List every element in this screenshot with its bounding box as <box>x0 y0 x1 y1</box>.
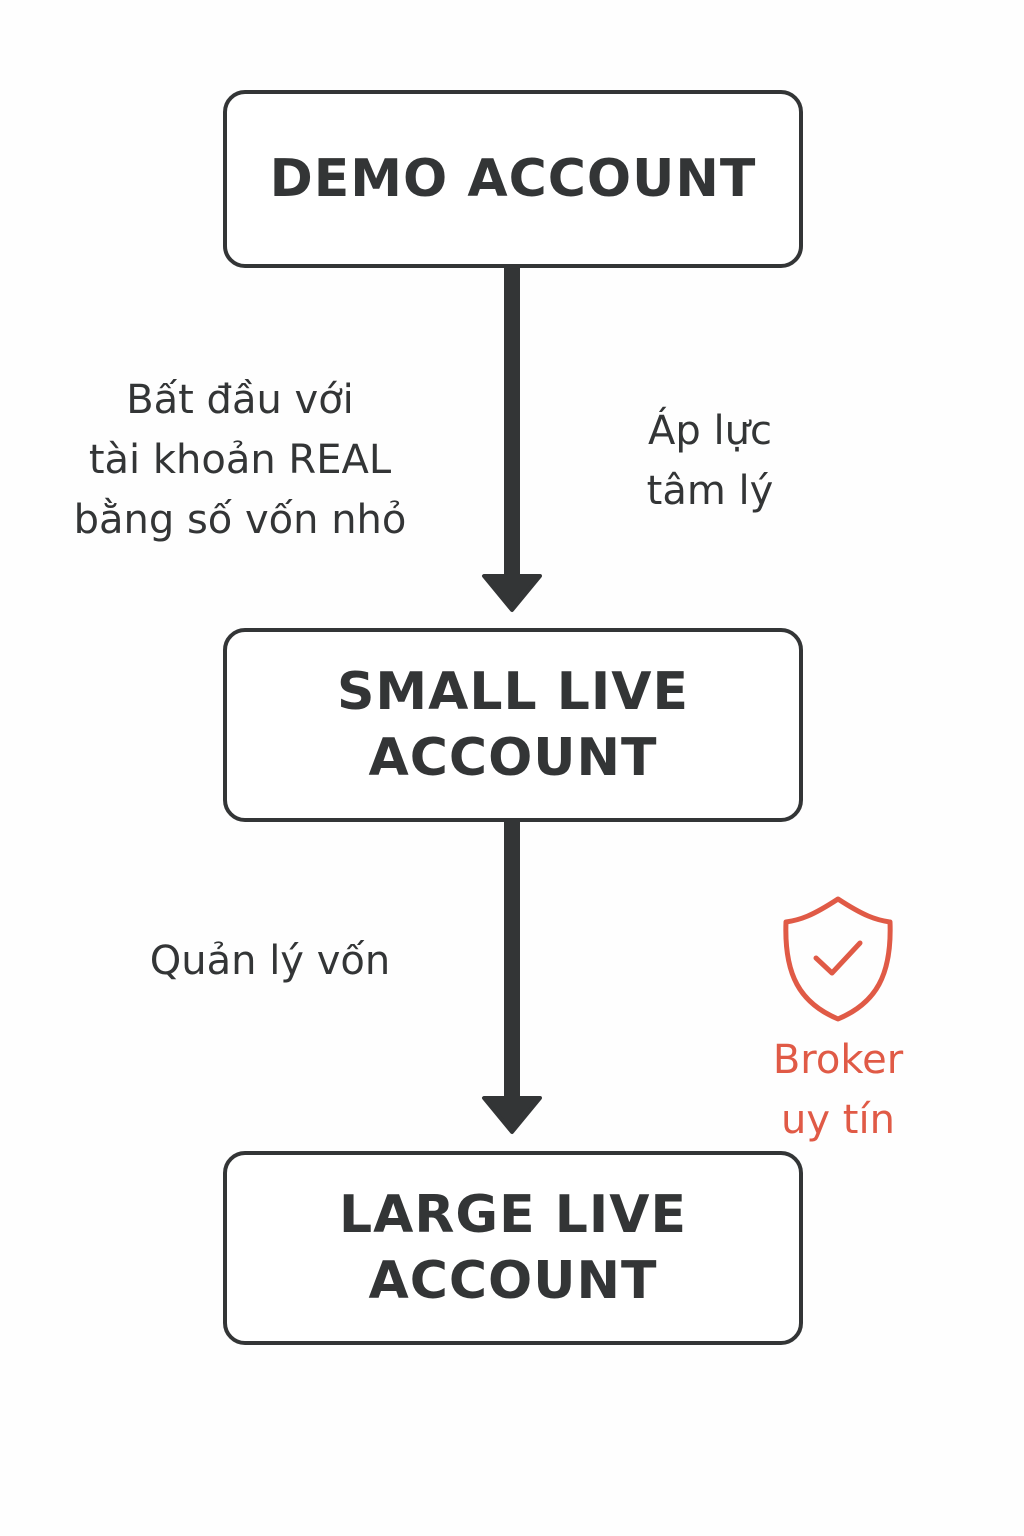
large-live-account-title: LARGE LIVE ACCOUNT <box>339 1185 687 1311</box>
arrow-small-to-large <box>482 822 542 1134</box>
large-live-account-box: LARGE LIVE ACCOUNT <box>223 1151 803 1345</box>
demo-account-title: DEMO ACCOUNT <box>269 149 757 209</box>
shield-check-icon <box>783 896 893 1022</box>
broker-label: Broker uy tín <box>772 1037 904 1143</box>
arrow-demo-to-small <box>482 268 542 612</box>
money-management-label: Quản lý vốn <box>149 938 391 984</box>
start-real-label: Bất đầu với tài khoản REAL bằng số vốn n… <box>73 377 407 543</box>
demo-account-box: DEMO ACCOUNT <box>223 90 803 268</box>
small-live-account-box: SMALL LIVE ACCOUNT <box>223 628 803 822</box>
pressure-label: Áp lực tâm lý <box>646 408 774 514</box>
small-live-account-title: SMALL LIVE ACCOUNT <box>336 662 690 788</box>
